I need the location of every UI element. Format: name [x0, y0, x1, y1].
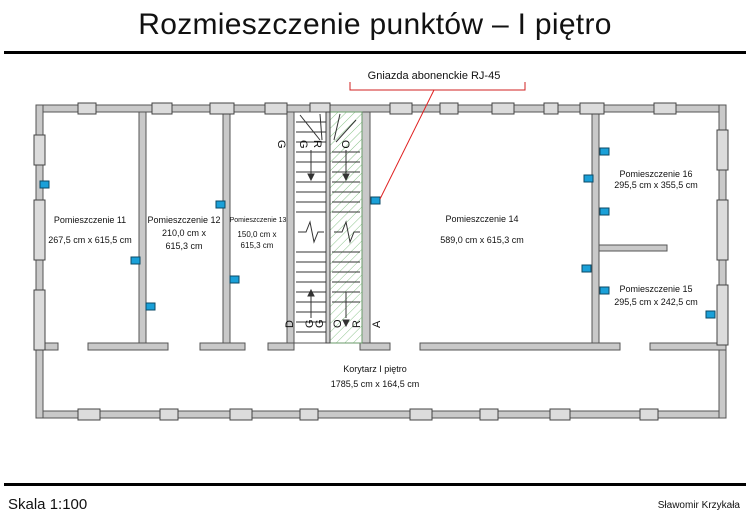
stair-letter-bottom-2: G [304, 319, 316, 328]
room-12-size-2: 615,3 cm [165, 241, 202, 251]
wall-outer-bottom [35, 410, 727, 419]
stair-letter-bottom-4: O [332, 319, 344, 328]
room-11-name: Pomieszczenie 11 [54, 215, 126, 225]
socket-icon [705, 310, 716, 319]
room-16-name: Pomieszczenie 16 [619, 169, 692, 179]
socket-icon [215, 200, 226, 209]
stair-letter-top-1: G [275, 140, 287, 149]
wall-corridor-4 [267, 342, 295, 351]
wall-corridor-7 [649, 342, 727, 351]
stair-letter-top-3: R [311, 140, 323, 148]
rj45-sockets [39, 147, 716, 319]
room-11-size: 267,5 cm x 615,5 cm [48, 235, 132, 245]
wall-stair-right [361, 111, 371, 344]
socket-icon [39, 180, 50, 189]
room-13-size-1: 150,0 cm x [237, 230, 276, 239]
socket-icon [229, 275, 240, 284]
title-divider [4, 51, 746, 54]
walls [35, 104, 727, 419]
wall-corridor-2 [87, 342, 169, 351]
room-15-name: Pomieszczenie 15 [619, 284, 692, 294]
corridor-size: 1785,5 cm x 164,5 cm [331, 379, 420, 389]
footer-divider [4, 483, 746, 486]
stair-letter-bottom-3: G [314, 319, 326, 328]
wall-14-16 [591, 111, 600, 344]
room-12-size-1: 210,0 cm x [162, 228, 207, 238]
wall-outer-top [35, 104, 727, 113]
socket-icon [130, 256, 141, 265]
room-13-size-2: 615,3 cm [241, 241, 274, 250]
wall-outer-right [718, 104, 727, 419]
stair-letter-bottom-1: D [284, 320, 296, 328]
socket-icon [370, 196, 381, 205]
scale-label: Skala 1:100 [8, 496, 88, 513]
socket-icon [599, 147, 610, 156]
room-15-size: 295,5 cm x 242,5 cm [614, 297, 698, 307]
room-13-name: Pomieszczenie 13 [230, 217, 287, 224]
corridor-name: Korytarz I piętro [343, 364, 407, 374]
author-label: Sławomir Krzykała [657, 500, 740, 511]
windows [33, 102, 729, 421]
socket-icon [581, 264, 592, 273]
wall-stair-left [286, 111, 295, 344]
stair-letter-bottom-6: A [371, 320, 383, 328]
room-14-size: 589,0 cm x 615,3 cm [440, 235, 524, 245]
callout-label: Gniazda abonenckie RJ-45 [368, 70, 501, 82]
socket-icon [599, 286, 610, 295]
room-14-name: Pomieszczenie 14 [445, 214, 518, 224]
callout: Gniazda abonenckie RJ-45 [349, 70, 526, 200]
staircase: G G R O D G G O R A [275, 111, 383, 344]
wall-corridor-5 [359, 342, 391, 351]
stair-letter-top-2: G [297, 140, 309, 149]
wall-corridor-6 [419, 342, 621, 351]
wall-12-13 [222, 111, 231, 344]
stair-letter-top-4: O [339, 140, 351, 149]
room-12-name: Pomieszczenie 12 [147, 215, 220, 225]
stair-letter-bottom-5: R [351, 320, 363, 328]
socket-icon [599, 207, 610, 216]
wall-15-16 [598, 244, 668, 252]
socket-icon [145, 302, 156, 311]
wall-outer-left [35, 104, 44, 419]
wall-corridor-3 [199, 342, 246, 351]
socket-icon [583, 174, 594, 183]
room-16-size: 295,5 cm x 355,5 cm [614, 180, 698, 190]
wall-11-12 [138, 111, 147, 344]
page-title: Rozmieszczenie punktów – I piętro [138, 8, 612, 41]
